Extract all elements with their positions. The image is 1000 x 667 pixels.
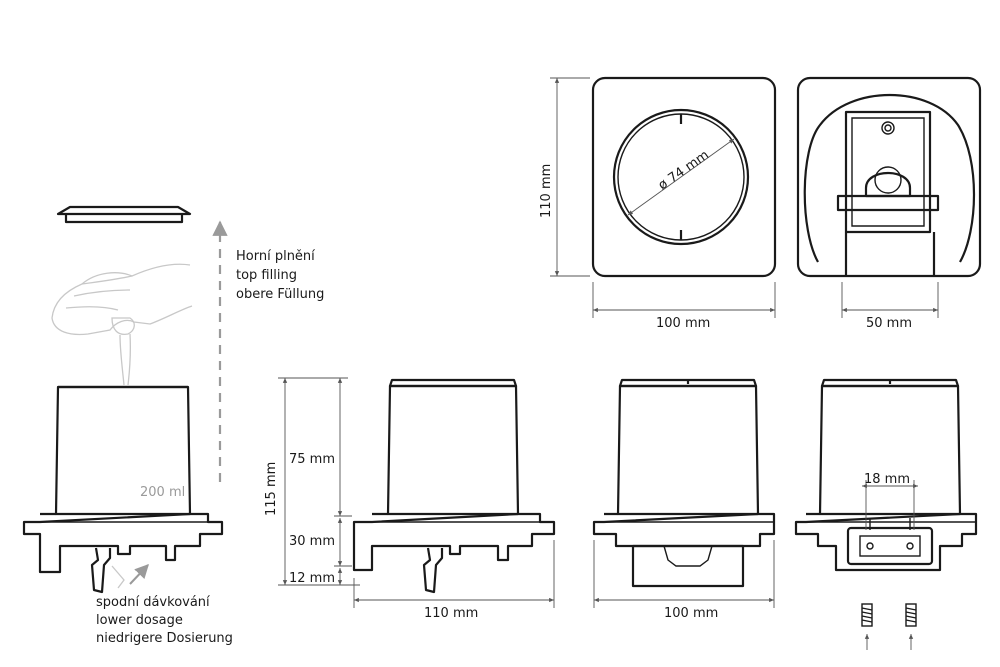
- mount-view: 18 mm: [794, 378, 978, 650]
- side-depth-label: 110 mm: [424, 606, 478, 621]
- lower-dosage-de: niedrigere Dosierung: [96, 631, 233, 646]
- side-view: 115 mm 75 mm 30 mm 12 mm 110 mm: [264, 377, 556, 621]
- filling-illustration: 200 ml Horní plnění top filling obere Fü…: [22, 205, 324, 646]
- screw-icon: [861, 603, 873, 650]
- lower-dosage-cz: spodní dávkování: [96, 595, 210, 610]
- mount-width-label: 18 mm: [864, 472, 910, 487]
- front-width-label: 100 mm: [664, 606, 718, 621]
- hand-icon: [51, 263, 193, 386]
- capacity-label: 200 ml: [140, 485, 185, 500]
- top-filling-cz: Horní plnění: [236, 249, 315, 264]
- top-width-label: 100 mm: [656, 316, 710, 331]
- rear-width-label: 50 mm: [866, 316, 912, 331]
- top-height-label: 110 mm: [539, 164, 554, 218]
- lid: [56, 205, 192, 216]
- pump-lever: [90, 547, 112, 594]
- top-filling-de: obere Füllung: [236, 287, 324, 302]
- base-height-label: 30 mm: [289, 534, 335, 549]
- top-view: ø 74 mm 110 mm 100 mm: [539, 76, 777, 331]
- lower-dosage-en: lower dosage: [96, 613, 183, 628]
- screw-icon: [905, 603, 917, 650]
- top-filling-en: top filling: [236, 268, 297, 283]
- rear-view: 50 mm: [796, 76, 982, 331]
- container-height-label: 75 mm: [289, 452, 335, 467]
- opening-diameter-label: ø 74 mm: [656, 148, 712, 194]
- total-height-label: 115 mm: [264, 462, 279, 516]
- front-view: 100 mm: [592, 378, 776, 621]
- pump-height-label: 12 mm: [289, 571, 335, 586]
